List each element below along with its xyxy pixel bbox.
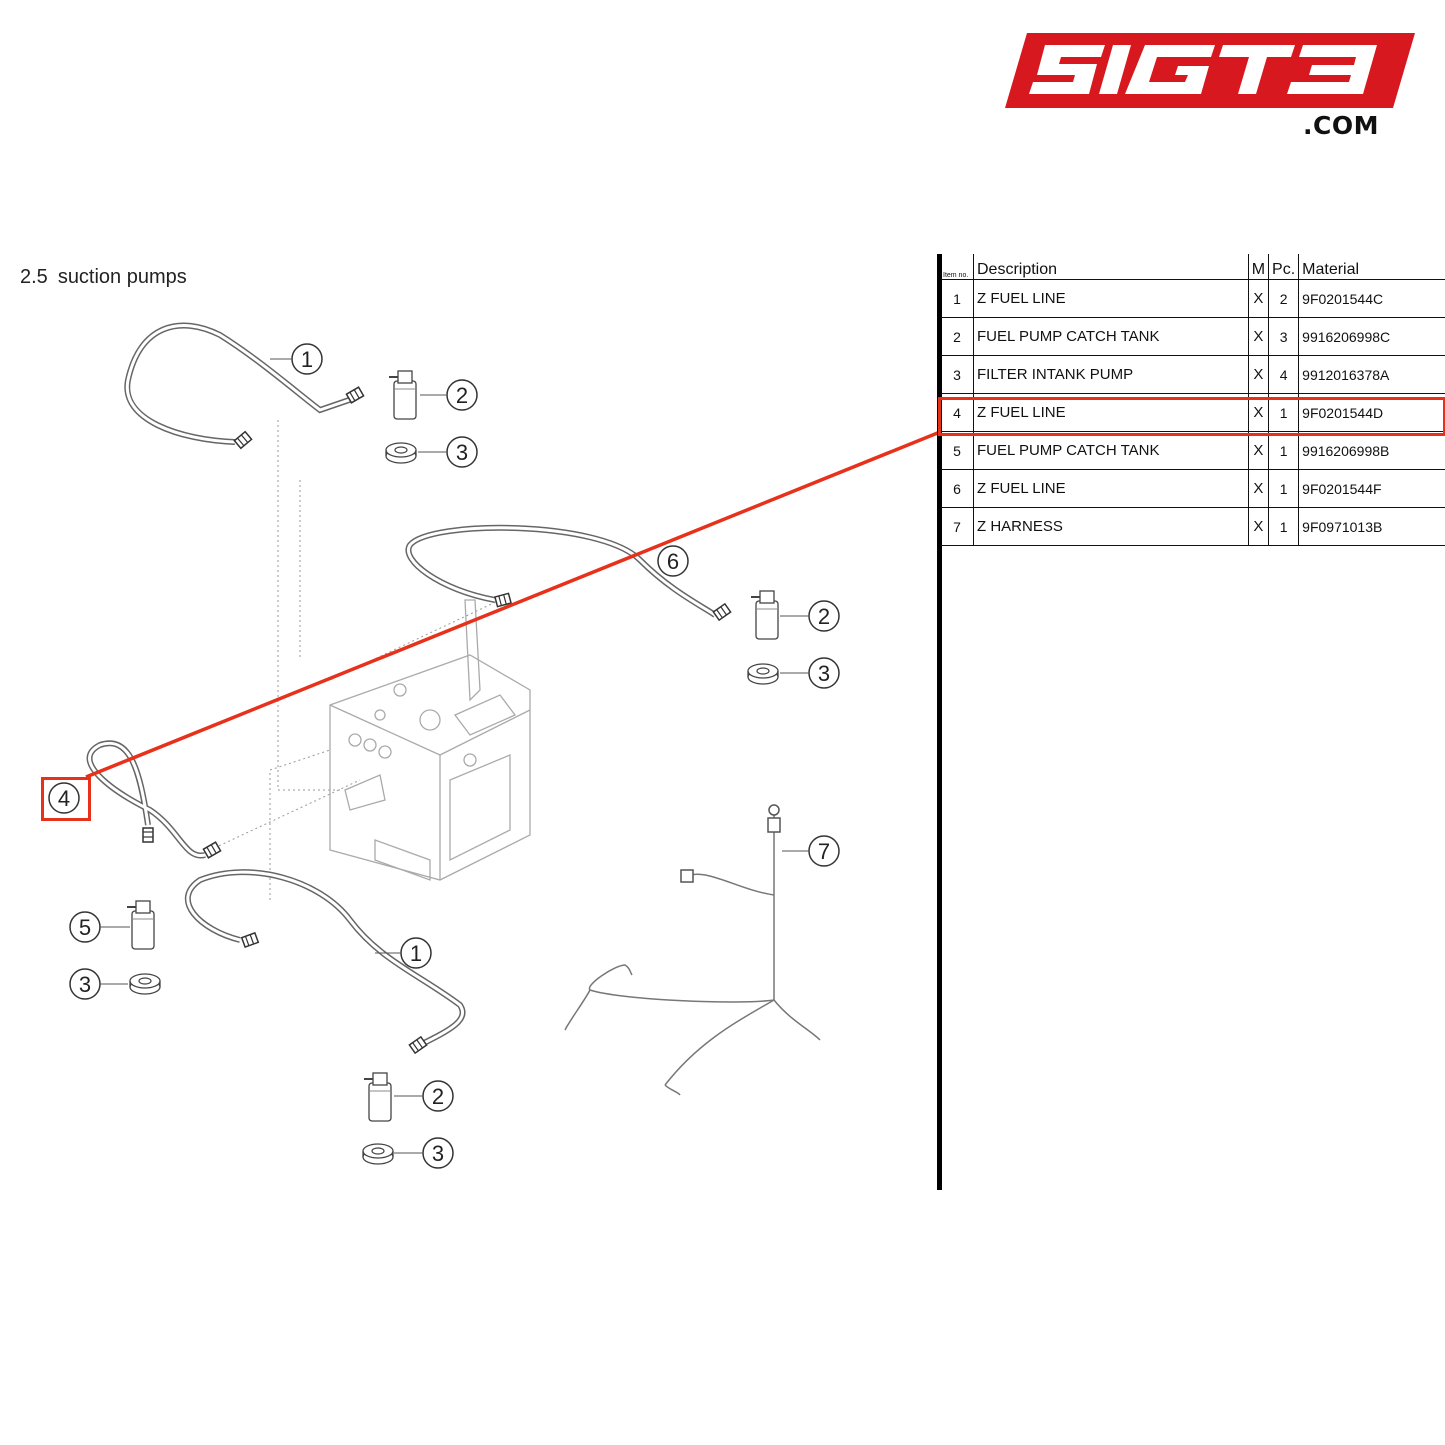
section-number: 2.5 [20, 266, 48, 288]
cell-material: 9916206998B [1298, 431, 1445, 470]
callout-1-top: 1 [270, 343, 323, 375]
callout-3-bottom: 3 [394, 1137, 454, 1169]
callout-3-right: 3 [780, 657, 840, 689]
cell-material: 9916206998C [1298, 317, 1445, 356]
catch-tank-frame [329, 599, 531, 881]
cell-description: Z FUEL LINE [973, 279, 1249, 318]
cell-m: X [1248, 355, 1270, 394]
svg-text:1: 1 [301, 347, 313, 372]
header-material: Material [1298, 254, 1445, 280]
cell-material: 9F0201544C [1298, 279, 1445, 318]
cell-description: Z HARNESS [973, 507, 1249, 546]
svg-text:3: 3 [456, 440, 468, 465]
svg-text:7: 7 [818, 839, 830, 864]
cell-m: X [1248, 317, 1270, 356]
cell-m: X [1248, 431, 1270, 470]
cell-description: Z FUEL LINE [973, 469, 1249, 508]
svg-text:2: 2 [818, 604, 830, 629]
sigt3-logo[interactable] [1005, 33, 1415, 108]
cell-item-no: 5 [941, 431, 974, 470]
cell-description: FILTER INTANK PUMP [973, 355, 1249, 394]
callout-2-top: 2 [420, 379, 478, 411]
cell-description: FUEL PUMP CATCH TANK [973, 317, 1249, 356]
cell-pc: 1 [1268, 469, 1300, 508]
table-border [937, 254, 942, 1190]
cell-item-no: 1 [941, 279, 974, 318]
cell-item-no: 2 [941, 317, 974, 356]
callout-2-right: 2 [780, 600, 840, 632]
cell-description: FUEL PUMP CATCH TANK [973, 431, 1249, 470]
cell-pc: 1 [1268, 507, 1300, 546]
svg-text:1: 1 [410, 941, 422, 966]
cell-material: 9912016378A [1298, 355, 1445, 394]
svg-text:3: 3 [432, 1141, 444, 1166]
header-description: Description [973, 254, 1249, 280]
callout-6: 6 [657, 545, 689, 577]
callout-4-highlight-box [41, 777, 91, 821]
svg-text:3: 3 [79, 972, 91, 997]
cell-pc: 3 [1268, 317, 1300, 356]
cell-m: X [1248, 469, 1270, 508]
section-name: suction pumps [57, 266, 187, 288]
header-m: M [1248, 254, 1270, 280]
svg-text:2: 2 [432, 1084, 444, 1109]
svg-text:6: 6 [667, 549, 679, 574]
highlight-connector [85, 430, 941, 779]
callout-3-top: 3 [418, 436, 478, 468]
header-item-no: Item no. [941, 254, 974, 280]
cell-m: X [1248, 507, 1270, 546]
cell-pc: 2 [1268, 279, 1300, 318]
cell-pc: 1 [1268, 431, 1300, 470]
svg-text:4: 4 [58, 786, 70, 811]
cell-m: X [1248, 279, 1270, 318]
cell-material: 9F0201544F [1298, 469, 1445, 508]
section-title: 2.5 suction pumps [20, 266, 197, 289]
logo-domain: .COM [1303, 111, 1379, 140]
callout-2-bottom: 2 [394, 1080, 454, 1112]
cell-material: 9F0971013B [1298, 507, 1445, 546]
cell-item-no: 3 [941, 355, 974, 394]
row-4-highlight-box [938, 397, 1445, 436]
callout-5: 5 [69, 911, 130, 943]
callout-4: 4 [48, 782, 80, 814]
svg-text:5: 5 [79, 915, 91, 940]
callout-3-left: 3 [69, 968, 128, 1000]
cell-pc: 4 [1268, 355, 1300, 394]
cell-item-no: 6 [941, 469, 974, 508]
table-header-row: Item no. Description M Pc. Material [941, 254, 1445, 280]
header-pc: Pc. [1268, 254, 1300, 280]
cell-item-no: 7 [941, 507, 974, 546]
svg-text:3: 3 [818, 661, 830, 686]
callout-1-bottom: 1 [375, 937, 432, 969]
cell-m: X [1248, 393, 1270, 432]
svg-text:2: 2 [456, 383, 468, 408]
callout-7: 7 [782, 835, 840, 867]
